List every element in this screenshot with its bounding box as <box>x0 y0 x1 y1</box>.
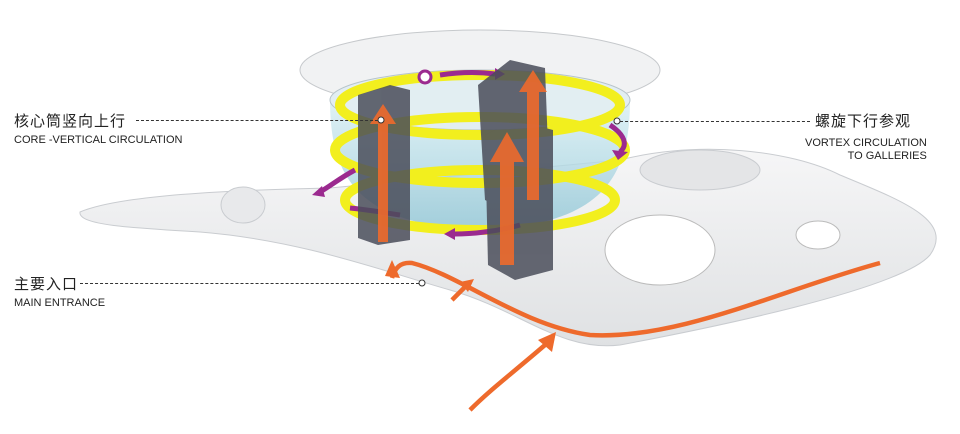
vortex-label-en-line1: VORTEX CIRCULATION <box>805 137 927 149</box>
vortex-label-en-line2: TO GALLERIES <box>847 150 927 162</box>
dome <box>220 186 266 224</box>
entrance-leader-line <box>80 283 419 284</box>
oval-void <box>795 220 841 250</box>
core-label-zh: 核心筒竖向上行 <box>14 110 127 131</box>
core-label-en: CORE -VERTICAL CIRCULATION <box>14 134 183 146</box>
roof-disc <box>639 149 761 191</box>
entrance-label-zh: 主要入口 <box>14 273 79 294</box>
core-leader-line <box>136 120 378 121</box>
entrance-label-en: MAIN ENTRANCE <box>14 297 106 309</box>
core-arrows <box>370 70 547 265</box>
vortex-start-point <box>417 69 433 85</box>
vortex-label-zh: 螺旋下行参观 <box>815 113 912 130</box>
vortex-label-en: VORTEX CIRCULATION TO GALLERIES <box>805 137 927 163</box>
auditorium-opening <box>604 214 716 286</box>
vortex-leader-line <box>620 121 810 122</box>
